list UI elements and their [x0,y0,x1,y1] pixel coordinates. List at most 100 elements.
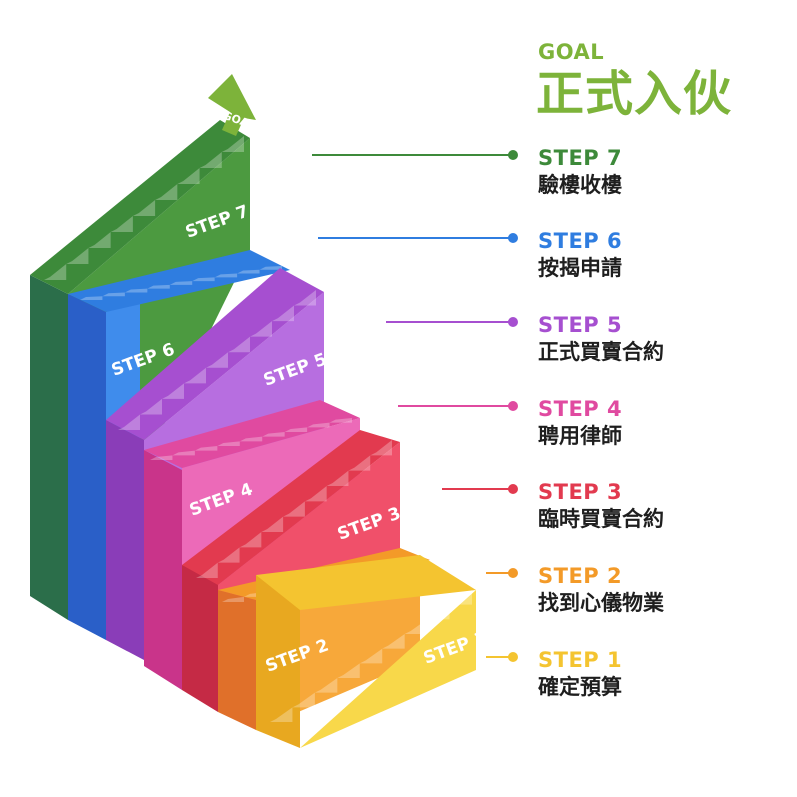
stair-top-step-3 [182,430,400,585]
stair-tread-step-5 [294,290,316,306]
stair-tread-step-3 [348,455,371,471]
leader-dot-step-7 [508,150,518,160]
leader-dot-step-4 [508,401,518,411]
leader-dot-step-1 [508,652,518,662]
stair-tread-step-1 [404,619,428,634]
stair-tread-step-7 [199,152,222,168]
stair-top-step-4 [144,400,360,468]
stair-tread-step-3 [261,516,284,532]
stair-tread-step-4 [262,432,285,437]
step-5-description: 正式買賣合約 [538,340,664,364]
step-2-title: STEP 2 [538,564,623,588]
stair-tread-step-4 [307,422,330,428]
stair-tread-step-3 [283,501,305,517]
stair-tread-step-7 [110,216,133,232]
stair-tread-step-3 [196,562,218,578]
stair-tread-step-7 [66,248,89,264]
leader-dot-step-5 [508,317,518,327]
stair-tread-step-5 [250,321,272,337]
stair-tread-step-1 [427,604,450,620]
stair-side-step-2 [218,590,256,730]
step-7-title: STEP 7 [538,146,623,170]
leader-line-step-5 [386,321,512,323]
stair-top-step-1 [256,555,476,610]
goal-title: 正式入伙 [536,66,733,122]
stair-tread-step-3 [326,470,349,486]
stair-side-step-4 [144,450,182,690]
step-3-title: STEP 3 [538,480,623,504]
leader-dot-step-6 [508,233,518,243]
stair-tread-step-7 [132,200,156,216]
stair-tread-step-5 [272,305,294,322]
stair-tread-step-3 [239,532,262,548]
stair-top-step-6 [68,250,290,312]
stair-tread-step-5 [228,336,250,353]
stair-tread-step-4 [284,427,308,432]
leader-line-step-6 [318,237,512,239]
step-1-description: 確定預算 [538,675,622,699]
stair-top-step-5 [106,268,324,440]
stair-tread-step-1 [314,678,338,693]
leader-line-step-3 [442,488,512,490]
stair-tread-step-3 [370,440,392,456]
stair-tread-step-4 [172,450,195,456]
stair-tread-step-2 [222,596,244,602]
stair-tread-step-1 [292,692,315,708]
step-2-description: 找到心儀物業 [538,591,664,615]
stair-tread-step-7 [221,136,244,152]
leader-line-step-4 [398,405,512,407]
stair-face-step-1 [300,590,476,748]
stair-tread-step-7 [88,232,111,248]
stair-tread-step-7 [155,184,178,200]
stair-side-step-3 [182,565,218,712]
stair-tread-step-5 [206,352,228,368]
stair-tread-step-5 [162,383,184,399]
step-7-description: 驗樓收樓 [538,173,622,197]
stair-tread-step-6 [214,273,238,278]
goal-label: GOAL [538,40,605,64]
stair-tread-step-1 [337,663,360,678]
stair-tread-step-1 [270,707,293,722]
stair-tread-step-6 [147,284,170,289]
stair-tread-step-3 [217,547,240,563]
goal-arrow: GOAL [208,74,257,136]
stair-side-step-6 [68,294,106,640]
step-5-title: STEP 5 [538,313,623,337]
step-4-title: STEP 4 [538,397,623,421]
stair-tread-step-6 [80,296,103,300]
stair-tread-step-4 [329,418,352,423]
stair-tread-step-4 [150,455,173,460]
step-4-description: 聘用律師 [538,424,622,448]
stair-side-step-5 [106,420,144,660]
leader-line-step-1 [486,656,512,658]
stair-tread-step-1 [449,590,472,605]
stair-tread-step-6 [124,288,148,293]
stair-tread-step-4 [239,436,263,442]
stair-tread-step-5 [140,398,162,415]
stair-tread-step-4 [217,441,240,446]
leader-line-step-2 [486,572,512,574]
step-3-description: 臨時買賣合約 [538,507,664,531]
stair-tread-step-5 [184,367,206,384]
step-6-title: STEP 6 [538,229,623,253]
stair-tread-step-6 [102,292,125,297]
stair-tread-step-7 [44,264,67,280]
leader-dot-step-2 [508,568,518,578]
stair-tread-step-6 [259,266,282,270]
stair-top-step-7 [30,120,250,294]
stair-tread-step-6 [237,269,260,274]
stair-tread-step-4 [194,446,218,451]
leader-line-step-7 [312,154,512,156]
leader-dot-step-3 [508,484,518,494]
step-1-title: STEP 1 [538,648,623,672]
stair-tread-step-5 [118,414,140,430]
stair-tread-step-1 [359,648,383,664]
stair-block-step-1 [256,555,476,748]
stair-tread-step-6 [169,281,193,285]
stair-side-step-1 [256,575,300,748]
stair-tread-step-6 [192,277,215,282]
stair-side-step-7 [30,275,68,620]
stair-tread-step-7 [177,168,200,184]
stair-tread-step-1 [382,634,405,649]
